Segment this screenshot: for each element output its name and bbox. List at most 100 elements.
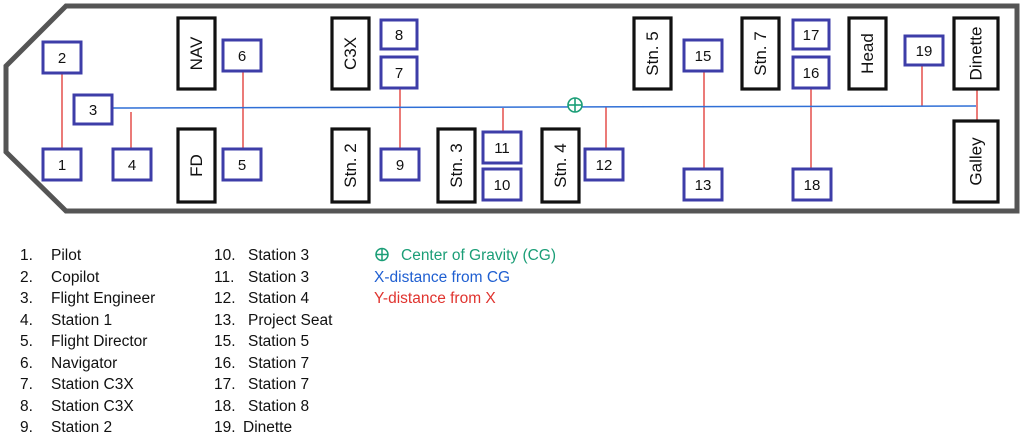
legend-item-label: Flight Director	[51, 333, 148, 350]
zone-head-box	[847, 16, 888, 91]
zone-nav-label: NAV	[187, 36, 206, 70]
key-cg-label: Center of Gravity (CG)	[401, 247, 557, 264]
legend-item-label: Station C3X	[51, 397, 134, 415]
legend-item-number: 2.	[20, 268, 33, 286]
seat-12-box	[583, 147, 625, 182]
seat-1-box	[41, 147, 83, 182]
legend-item-label: Pilot	[51, 247, 82, 264]
zone-galley-box	[952, 119, 1000, 204]
legend-item: 16. Station 7	[214, 353, 332, 375]
zone-c3x-box	[330, 16, 371, 91]
zone-stn4-label: Stn. 4	[551, 143, 570, 187]
zone-c3x-label: C3X	[341, 37, 360, 70]
key-cg: Center of Gravity (CG)	[374, 245, 556, 267]
seat-5-number: 5	[238, 157, 246, 174]
diagram-key: Center of Gravity (CG) X-distance from C…	[374, 245, 556, 310]
legend-item-label: Station C3X	[51, 376, 134, 393]
legend-item-number: 9.	[20, 419, 33, 436]
legend-item-label: Station 8	[248, 397, 310, 415]
seat-13-number: 13	[695, 177, 712, 194]
legend-item-label: Station 3	[248, 247, 310, 264]
seat-3-number: 3	[89, 102, 97, 119]
legend-item: 12. Station 4	[214, 288, 332, 310]
seat-10-box	[481, 167, 523, 202]
seat-15-number: 15	[695, 48, 712, 65]
seat-18-box	[791, 167, 833, 202]
seat-16-box	[791, 55, 831, 90]
legend-item-number: 18.	[214, 397, 236, 415]
legend-item-number: 12.	[214, 290, 236, 307]
seat-2-number: 2	[58, 50, 66, 67]
legend-item-number: 8.	[20, 397, 33, 415]
legend-item-number: 13.	[214, 311, 236, 329]
seat-9-number: 9	[396, 157, 404, 174]
zone-nav-box	[176, 16, 217, 91]
seat-7-box	[379, 55, 419, 90]
seat-17-number: 17	[803, 27, 820, 44]
seat-18-number: 18	[804, 177, 821, 194]
legend-item-number: 5.	[20, 333, 33, 350]
legend-item: 6. Navigator	[20, 353, 155, 375]
legend-item: 19.Dinette	[214, 417, 332, 439]
cg-marker	[567, 97, 583, 113]
seat-4-box	[111, 147, 153, 182]
zone-stn4-box	[540, 127, 581, 204]
seat-4-number: 4	[128, 157, 136, 174]
seat-7-number: 7	[395, 65, 403, 82]
seat-8-number: 8	[395, 27, 403, 44]
zone-fd-box	[176, 127, 217, 204]
legend-item-label: Station 2	[51, 419, 113, 436]
legend-item-number: 11.	[214, 268, 235, 286]
zone-stn3-label: Stn. 3	[447, 143, 466, 187]
seat-11-box	[481, 130, 523, 165]
key-y-distance: Y-distance from X	[374, 290, 496, 307]
zone-stn5-label: Stn. 5	[643, 31, 662, 75]
seat-6-number: 6	[238, 48, 246, 65]
legend-item-number: 7.	[20, 376, 33, 393]
seat-3-box	[72, 93, 114, 126]
legend-item-label: Station 1	[51, 311, 113, 329]
legend-item: 5. Flight Director	[20, 331, 155, 353]
legend-item: 4. Station 1	[20, 310, 155, 332]
legend-item-label: Station 5	[248, 333, 310, 350]
legend-item-label: Station 7	[248, 354, 310, 372]
legend-item-label: Project Seat	[248, 311, 333, 329]
zone-stn5-box	[632, 16, 673, 91]
legend-item-label: Flight Engineer	[51, 290, 156, 307]
zone-dinette-box	[952, 16, 1000, 91]
seat-2-box	[41, 40, 83, 75]
key-x-distance: X-distance from CG	[374, 268, 511, 286]
legend-item: 18. Station 8	[214, 396, 332, 418]
legend-item: 3.Flight Engineer	[20, 288, 155, 310]
legend-item-number: 4.	[20, 311, 33, 329]
legend-item-label: Station 4	[248, 290, 310, 307]
seat-13-box	[682, 167, 724, 202]
seat-8-box	[379, 18, 419, 51]
legend-item: 17.Station 7	[214, 374, 332, 396]
x-distance-line	[112, 105, 977, 109]
legend-item: 15. Station 5	[214, 331, 332, 353]
legend-item-number: 10.	[214, 247, 236, 264]
legend-item: 9. Station 2	[20, 417, 155, 439]
seat-19-number: 19	[916, 43, 933, 60]
legend-item: 7. Station C3X	[20, 374, 155, 396]
legend-item: 8. Station C3X	[20, 396, 155, 418]
zone-dinette-label: Dinette	[967, 27, 986, 81]
seat-1-number: 1	[58, 157, 66, 174]
seat-19-box	[903, 34, 945, 67]
legend-item-label: Navigator	[51, 354, 118, 372]
seat-16-number: 16	[803, 65, 820, 82]
seat-9-box	[379, 147, 421, 182]
zone-galley-label: Galley	[967, 137, 986, 186]
legend-item-number: 6.	[20, 354, 33, 372]
legend-item-number: 16.	[214, 354, 236, 372]
legend-item: 11.Station 3	[214, 267, 332, 289]
seat-12-number: 12	[596, 157, 613, 174]
seat-6-box	[221, 38, 263, 73]
seat-15-box	[682, 38, 724, 73]
legend-item-number: 15.	[214, 333, 236, 350]
cg-symbol-icon	[375, 247, 389, 262]
